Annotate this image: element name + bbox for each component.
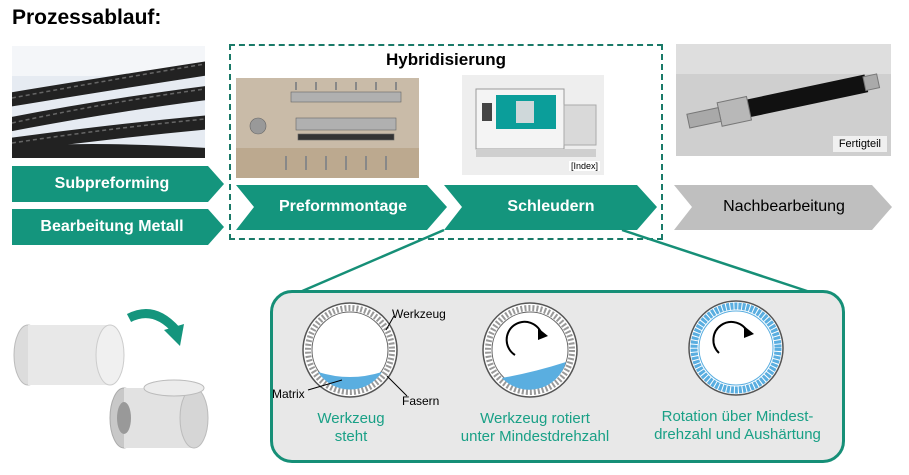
subpreforming-label: Subpreforming — [54, 175, 170, 192]
fasern-label: Fasern — [402, 394, 440, 408]
matrix-label: Matrix — [272, 387, 305, 401]
matrix-pointer — [307, 379, 343, 391]
stage2-caption-line1: Werkzeug rotiert — [480, 410, 590, 427]
stage3-caption-line1: Rotation über Mindest- — [661, 408, 814, 425]
preformmontage-label: Preformmontage — [278, 198, 408, 215]
subpreforming-arrow — [12, 166, 224, 202]
stage3-tool-diagram — [688, 300, 784, 396]
stage2-tool-diagram — [482, 302, 578, 398]
schleudern-label: Schleudern — [507, 198, 595, 215]
nachbearbeitung-label: Nachbearbeitung — [723, 198, 845, 215]
stage3-caption: Rotation über Mindest- drehzahl und Aush… — [640, 408, 835, 444]
fasern-pointer — [386, 375, 408, 397]
bearbeitung-metall-label: Bearbeitung Metall — [40, 218, 184, 235]
nachbearbeitung-arrow — [674, 185, 892, 230]
stage2-caption-line2: unter Mindestdrehzahl — [460, 428, 610, 445]
page-title: Prozessablauf: — [12, 6, 162, 29]
stage1-caption: Werkzeug steht — [296, 410, 406, 446]
stage1-caption-line2: steht — [334, 428, 368, 445]
index-source-label: [Index] — [568, 161, 600, 171]
schleudern-arrow — [444, 185, 657, 230]
hybridisierung-title: Hybridisierung — [386, 50, 506, 69]
final-part-image: Fertigteil — [676, 44, 891, 156]
stage2-caption: Werkzeug rotiert unter Mindestdrehzahl — [450, 410, 620, 446]
werkzeug-pointer — [385, 315, 395, 331]
braided-preform-image — [12, 46, 205, 158]
stage1-tool-diagram — [302, 302, 398, 398]
werkzeug-label: Werkzeug — [392, 307, 446, 321]
bearbeitung-metall-arrow — [12, 209, 224, 245]
stage1-caption-line1: Werkzeug — [317, 410, 385, 427]
fertigteil-label: Fertigteil — [832, 136, 887, 152]
hybridisierung-frame — [229, 44, 663, 240]
metal-part-image — [4, 300, 234, 460]
stage3-caption-line2: drehzahl und Aushärtung — [654, 426, 821, 443]
index-machine-image: [Index] — [462, 75, 604, 175]
preformmontage-arrow — [236, 185, 447, 230]
preform-assembly-image — [236, 78, 419, 178]
